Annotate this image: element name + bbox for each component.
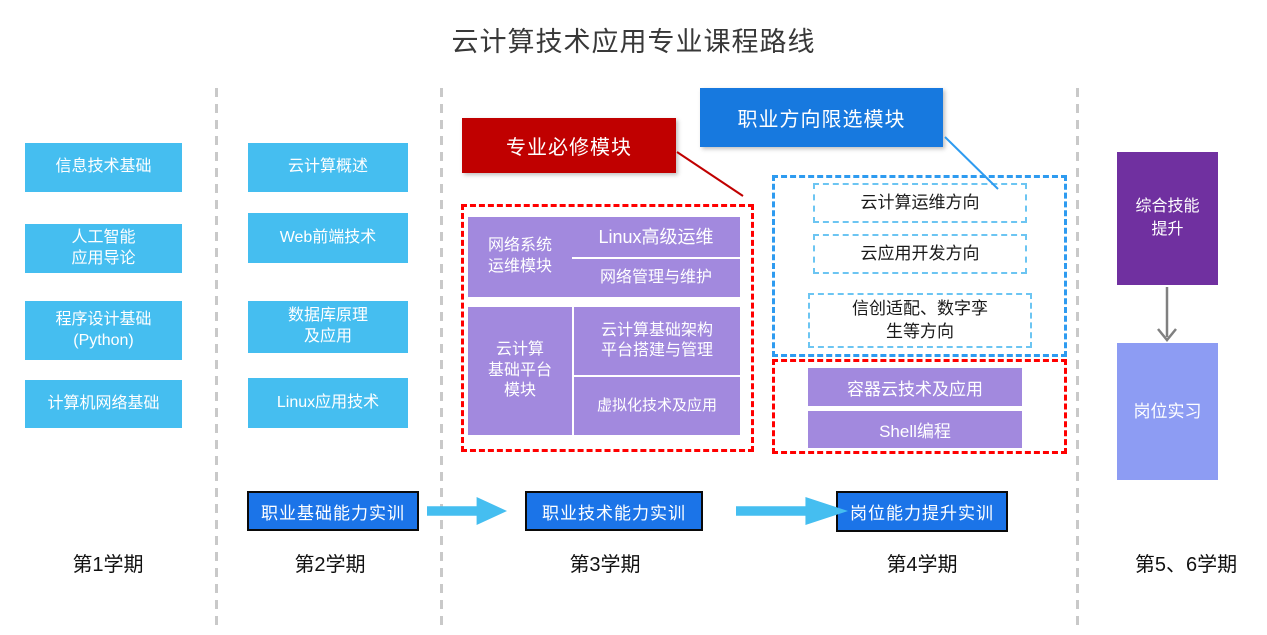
- required-module-frame-sem3: [461, 204, 754, 452]
- course-box-ai-intro: 人工智能 应用导论: [25, 224, 182, 273]
- elective-module-frame-sem4: [772, 175, 1067, 357]
- module-network-ops-name: 网络系统 运维模块: [487, 237, 552, 275]
- red-callout-connector-line: [676, 151, 744, 197]
- course-box-linux-app: Linux应用技术: [248, 378, 408, 428]
- direction-xinchuang-digital-twin: 信创适配、数字孪 生等方向: [808, 293, 1032, 348]
- down-arrow-icon: [1157, 328, 1177, 342]
- direction-cloud-dev: 云应用开发方向: [813, 234, 1027, 274]
- course-box-computer-network: 计算机网络基础: [25, 380, 182, 428]
- course-shell-programming: Shell编程: [808, 411, 1022, 448]
- training-technical-ability: 职业技术能力实训: [525, 491, 703, 531]
- course-cloud-infra-build: 云计算基础架构 平台搭建与管理: [574, 307, 740, 377]
- training-basic-ability: 职业基础能力实训: [247, 491, 419, 531]
- page-title: 云计算技术应用专业课程路线: [451, 27, 816, 57]
- training-post-ability: 岗位能力提升实训: [836, 491, 1008, 532]
- module-cloud-platform: 云计算 基础平台 模块 云计算基础架构 平台搭建与管理 虚拟化技术及应用: [468, 307, 740, 435]
- elective-module-label: 职业方向限选模块: [700, 88, 943, 147]
- course-box-cloud-overview: 云计算概述: [248, 143, 408, 192]
- course-box-web-frontend: Web前端技术: [248, 213, 408, 263]
- course-network-mgmt: 网络管理与维护: [599, 269, 712, 286]
- course-linux-advanced-ops: Linux高级运维: [572, 217, 740, 259]
- right-arrow-icon: [736, 497, 848, 525]
- semester-divider-2: [440, 88, 443, 628]
- course-box-info-tech: 信息技术基础: [25, 143, 182, 192]
- semester-label-3: 第3学期: [569, 554, 641, 576]
- right-arrow-icon: [427, 497, 507, 525]
- required-module-label: 专业必修模块: [462, 118, 676, 173]
- semester-divider-1: [215, 88, 218, 628]
- semester-label-2: 第2学期: [294, 554, 366, 576]
- module-cloud-platform-courses: 云计算基础架构 平台搭建与管理 虚拟化技术及应用: [574, 307, 740, 435]
- required-module-frame-sem4: [772, 359, 1067, 454]
- direction-cloud-ops: 云计算运维方向: [813, 183, 1027, 223]
- module-network-ops-courses: Linux高级运维 网络管理与维护: [572, 217, 740, 297]
- semester-label-1: 第1学期: [72, 554, 144, 576]
- module-network-ops: 网络系统 运维模块 Linux高级运维 网络管理与维护: [468, 217, 740, 297]
- box-internship: 岗位实习: [1117, 343, 1218, 480]
- semester-divider-3: [1076, 88, 1079, 628]
- module-cloud-platform-name: 云计算 基础平台 模块: [468, 307, 574, 435]
- course-box-database: 数据库原理 及应用: [248, 301, 408, 353]
- semester-label-4: 第4学期: [886, 554, 958, 576]
- box-comprehensive-skills: 综合技能 提升: [1117, 152, 1218, 285]
- semester-label-5-6: 第5、6学期: [1134, 554, 1238, 576]
- course-box-python: 程序设计基础 (Python): [25, 301, 182, 360]
- course-container-cloud: 容器云技术及应用: [808, 368, 1022, 406]
- course-virtualization: 虚拟化技术及应用: [596, 396, 717, 414]
